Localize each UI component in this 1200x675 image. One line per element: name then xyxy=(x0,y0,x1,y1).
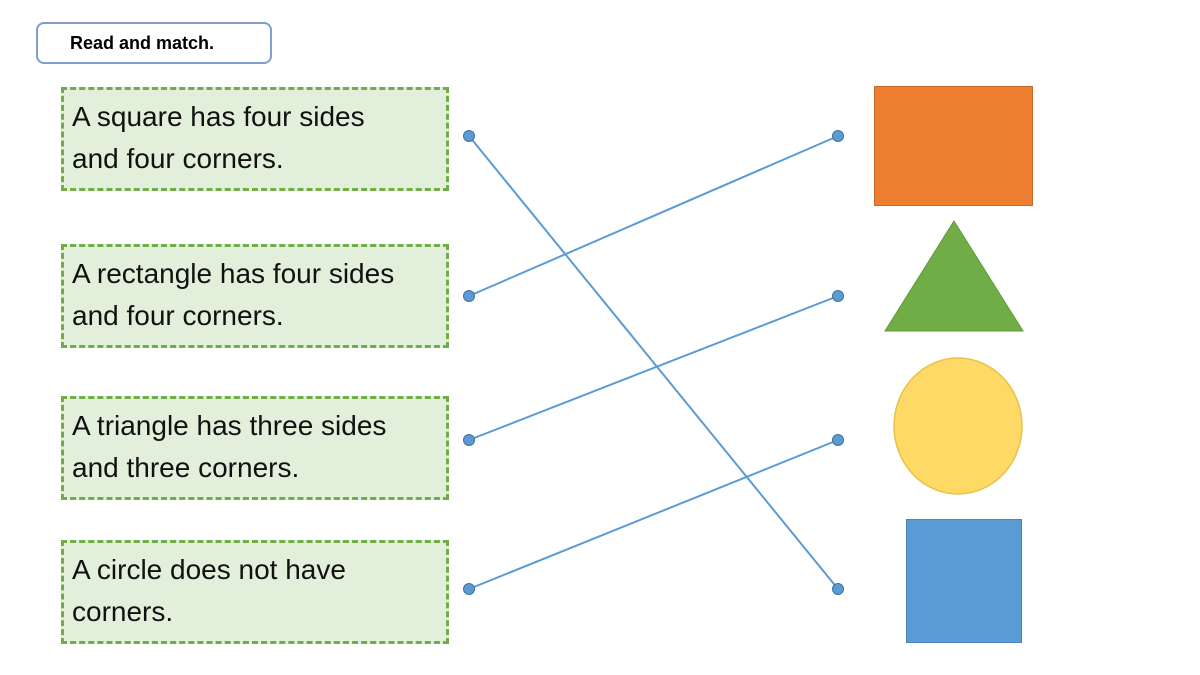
statement-rectangle: A rectangle has four sides and four corn… xyxy=(61,244,449,348)
statement-square: A square has four sides and four corners… xyxy=(61,87,449,191)
left-connector-dot-1[interactable] xyxy=(463,130,475,142)
statement-text-line2: and three corners. xyxy=(72,452,300,483)
blue-square-shape xyxy=(906,519,1022,643)
statement-triangle: A triangle has three sides and three cor… xyxy=(61,396,449,500)
left-connector-dot-4[interactable] xyxy=(463,583,475,595)
statement-text-line2: and four corners. xyxy=(72,300,284,331)
green-triangle-shape xyxy=(884,220,1024,332)
statement-text-line2: corners. xyxy=(72,596,174,627)
title-box: Read and match. xyxy=(36,22,272,64)
statement-text-line1: A circle does not have xyxy=(72,554,346,585)
statement-text-line1: A triangle has three sides xyxy=(72,410,387,441)
match-line-rectangle[interactable] xyxy=(468,135,839,297)
orange-rectangle-shape xyxy=(874,86,1033,206)
statement-text-line1: A rectangle has four sides xyxy=(72,258,395,289)
match-line-circle[interactable] xyxy=(468,439,839,590)
left-connector-dot-3[interactable] xyxy=(463,434,475,446)
page-title: Read and match. xyxy=(70,32,215,53)
yellow-circle-shape xyxy=(893,357,1023,495)
match-line-triangle[interactable] xyxy=(468,295,839,441)
statement-text-line2: and four corners. xyxy=(72,143,284,174)
statement-circle: A circle does not have corners. xyxy=(61,540,449,644)
statement-text-line1: A square has four sides xyxy=(72,101,365,132)
right-connector-dot-2[interactable] xyxy=(832,290,844,302)
left-connector-dot-2[interactable] xyxy=(463,290,475,302)
right-connector-dot-1[interactable] xyxy=(832,130,844,142)
match-line-square[interactable] xyxy=(468,135,839,590)
right-connector-dot-3[interactable] xyxy=(832,434,844,446)
right-connector-dot-4[interactable] xyxy=(832,583,844,595)
